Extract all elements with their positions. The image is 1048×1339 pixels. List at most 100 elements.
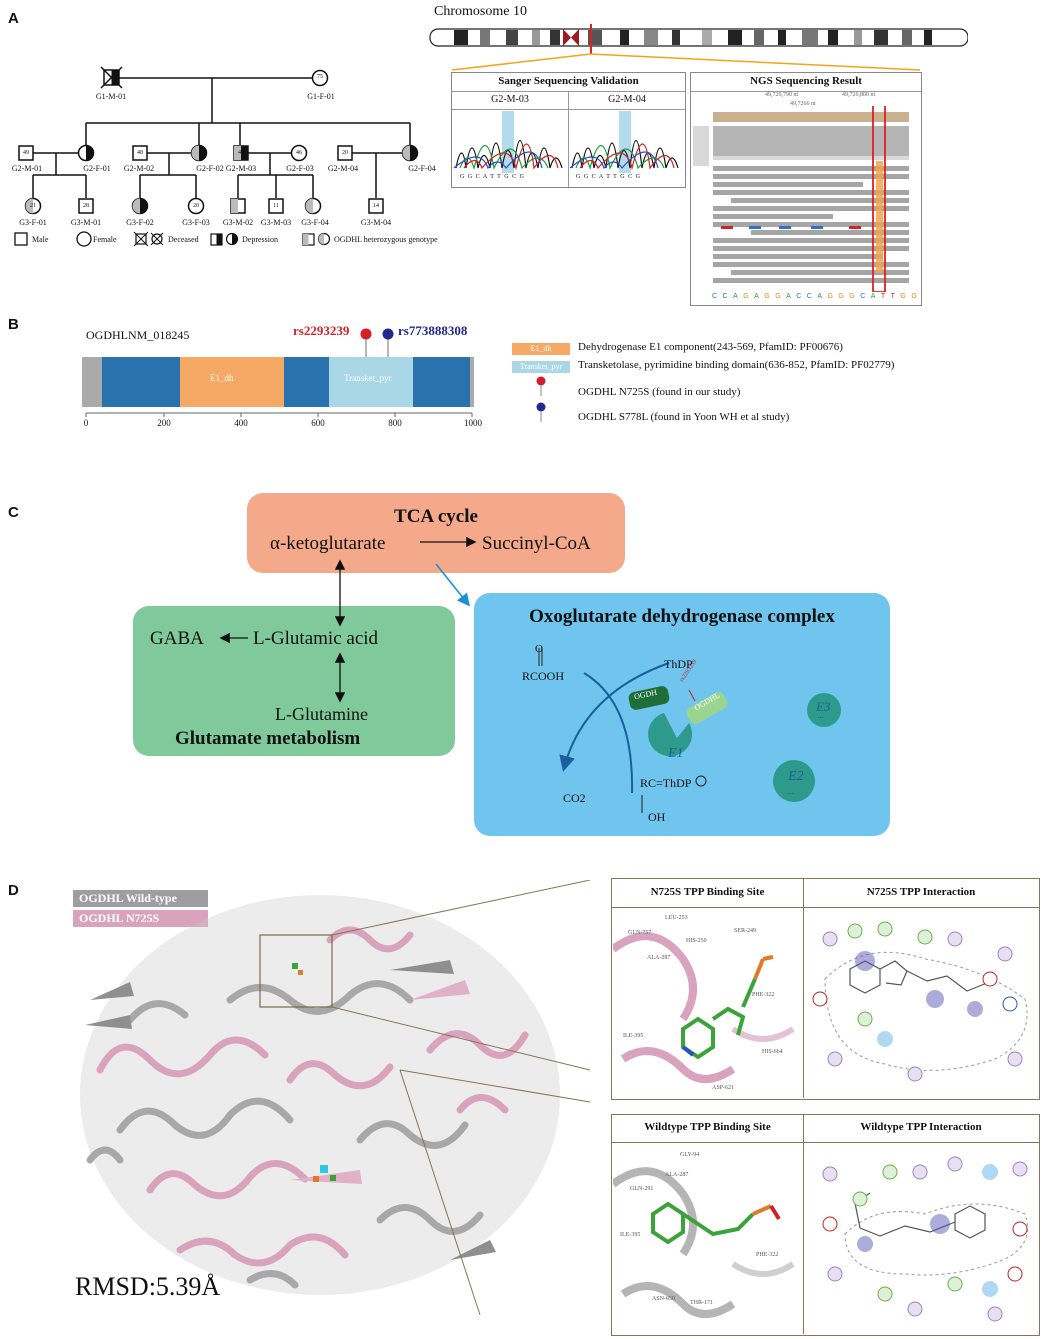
- gene-label: OGDHLNM_018245: [86, 328, 190, 342]
- ngs-base: A: [786, 293, 791, 300]
- ox-e2: E2: [788, 769, 804, 784]
- pedigree-id: G3-F-02: [126, 218, 154, 227]
- panel-label-d: D: [8, 882, 19, 899]
- ngs-base: G: [838, 293, 844, 300]
- n725s-binding-header: N725S TPP Binding Site: [650, 886, 765, 898]
- legend-s778l-text: OGDHL S778L (found in Yoon WH et al stud…: [578, 411, 790, 423]
- wildtype-frame: [611, 1114, 1040, 1336]
- pedigree-id: G2-M-04: [327, 164, 359, 173]
- ox-rc-thdp: RC=ThDP: [640, 776, 692, 790]
- ngs-base: G: [775, 293, 781, 300]
- residue-label: ILE-395: [623, 1033, 644, 1039]
- legend-chip-e1: E1_dh: [512, 343, 570, 355]
- legend-male: Male: [32, 235, 49, 244]
- residue-label: THR-171: [690, 1300, 713, 1306]
- sanger-sample-1: G2-M-03: [491, 94, 529, 105]
- ngs-base: G: [849, 293, 855, 300]
- residue-label: GLY-94: [680, 1152, 700, 1158]
- panel-label-b: B: [8, 316, 19, 333]
- axis-tick: 400: [234, 418, 248, 428]
- ox-rcooh: RCOOH: [522, 669, 565, 683]
- legend-mutant: OGDHL N725S: [73, 910, 208, 927]
- glutamic-acid-label: L-Glutamic acid: [253, 628, 379, 649]
- age-label: 14: [373, 203, 379, 209]
- age-label: 21: [30, 203, 36, 209]
- ox-co2: CO2: [563, 791, 586, 805]
- age-label: 48: [238, 150, 244, 156]
- residue-label: ILE-395: [620, 1232, 641, 1238]
- sanger-title: Sanger Sequencing Validation: [498, 75, 639, 87]
- axis-tick: 200: [157, 418, 171, 428]
- residue-label: GLN-757: [628, 930, 652, 936]
- ngs-base: G: [764, 293, 770, 300]
- wildtype-binding-header: Wildtype TPP Binding Site: [644, 1121, 771, 1133]
- ngs-base: G: [827, 293, 833, 300]
- domain1-label: E1_dh: [210, 373, 234, 383]
- ngs-base: T: [890, 293, 895, 300]
- n725s-frame: [611, 878, 1040, 1100]
- gaba-label: GABA: [150, 628, 204, 649]
- ngs-base: G: [900, 293, 906, 300]
- chromosome-title: Chromosome 10: [434, 4, 527, 19]
- tca-succinyl-coa: Succinyl-CoA: [482, 533, 591, 554]
- pedigree-id: G2-F-03: [286, 164, 314, 173]
- pedigree-id: G2-F-04: [408, 164, 436, 173]
- ngs-base-row: C C A G A G G A C C A G G G C A T T G G: [712, 293, 917, 300]
- ox-o-label: O: [535, 643, 543, 655]
- protein-structure-render: [80, 880, 591, 1316]
- wildtype-interaction-header: Wildtype TPP Interaction: [860, 1121, 982, 1133]
- ngs-base: C: [712, 293, 718, 300]
- pedigree-id: G3-M-02: [222, 218, 254, 227]
- tca-cycle-box: [247, 493, 625, 573]
- ngs-read-pileup: [693, 106, 909, 292]
- age-label: 11: [273, 203, 279, 209]
- pedigree-id: G3-F-01: [19, 218, 47, 227]
- chromosome-ideogram: [429, 24, 968, 71]
- pedigree-id: G3-M-04: [360, 218, 392, 227]
- residue-label: HIS-664: [762, 1049, 783, 1055]
- residue-label: PHE-322: [752, 992, 775, 998]
- residue-label: ASN-650: [652, 1296, 676, 1302]
- legend-wildtype: OGDHL Wild-type: [73, 890, 208, 907]
- ox-e1: E1: [668, 746, 684, 761]
- tca-title: TCA cycle: [394, 506, 478, 527]
- domain2-label: Transket_pyr: [344, 373, 392, 383]
- n725s-interaction-header: N725S TPP Interaction: [866, 886, 976, 898]
- ngs-base: A: [870, 293, 876, 300]
- glutamate-title: Glutamate metabolism: [175, 728, 361, 749]
- pedigree-id: G3-M-01: [70, 218, 102, 227]
- pedigree-id: G2-F-01: [83, 164, 111, 173]
- ox-oh: OH: [648, 810, 666, 824]
- ngs-base: C: [796, 293, 802, 300]
- legend-ogdhl: OGDHL heterozygous genotype: [334, 235, 438, 244]
- residue-label: SER-249: [734, 928, 757, 934]
- age-label: 20: [193, 203, 199, 209]
- ngs-title: NGS Sequencing Result: [750, 75, 862, 87]
- rmsd-label: RMSD:5.39Å: [75, 1272, 221, 1301]
- axis-tick: 800: [388, 418, 402, 428]
- ngs-ruler-2: 49,726,800 nt: [842, 92, 876, 98]
- pedigree-id: G1-M-01: [95, 92, 127, 101]
- sanger-panel: Sanger Sequencing Validation G2-M-03 G2-…: [451, 72, 686, 188]
- age-label: 49: [23, 150, 29, 156]
- snp1-label: rs2293239: [293, 323, 350, 338]
- legend-female: Female: [93, 235, 117, 244]
- residue-label: LEU-253: [665, 915, 688, 921]
- ngs-base: C: [806, 293, 812, 300]
- residue-label: ASP-621: [712, 1085, 735, 1091]
- ox-thdp: ThDP: [664, 657, 693, 671]
- pathway-arrows: [219, 536, 477, 703]
- axis-tick: 1000: [464, 418, 482, 428]
- snp2-label: rs773888308: [398, 323, 468, 338]
- sanger-sample-2: G2-M-04: [608, 94, 646, 105]
- pedigree-id: G2-M-01: [11, 164, 43, 173]
- pedigree-id: G3-F-03: [182, 218, 210, 227]
- ox-dots: ...: [817, 710, 824, 720]
- ngs-base: G: [743, 293, 749, 300]
- ngs-base: G: [911, 293, 917, 300]
- age-label: 20: [342, 150, 348, 156]
- pedigree-id: G1-F-01: [307, 92, 335, 101]
- age-label: 46: [296, 150, 302, 156]
- residue-label: HIS-250: [686, 938, 707, 944]
- axis-tick: 600: [311, 418, 325, 428]
